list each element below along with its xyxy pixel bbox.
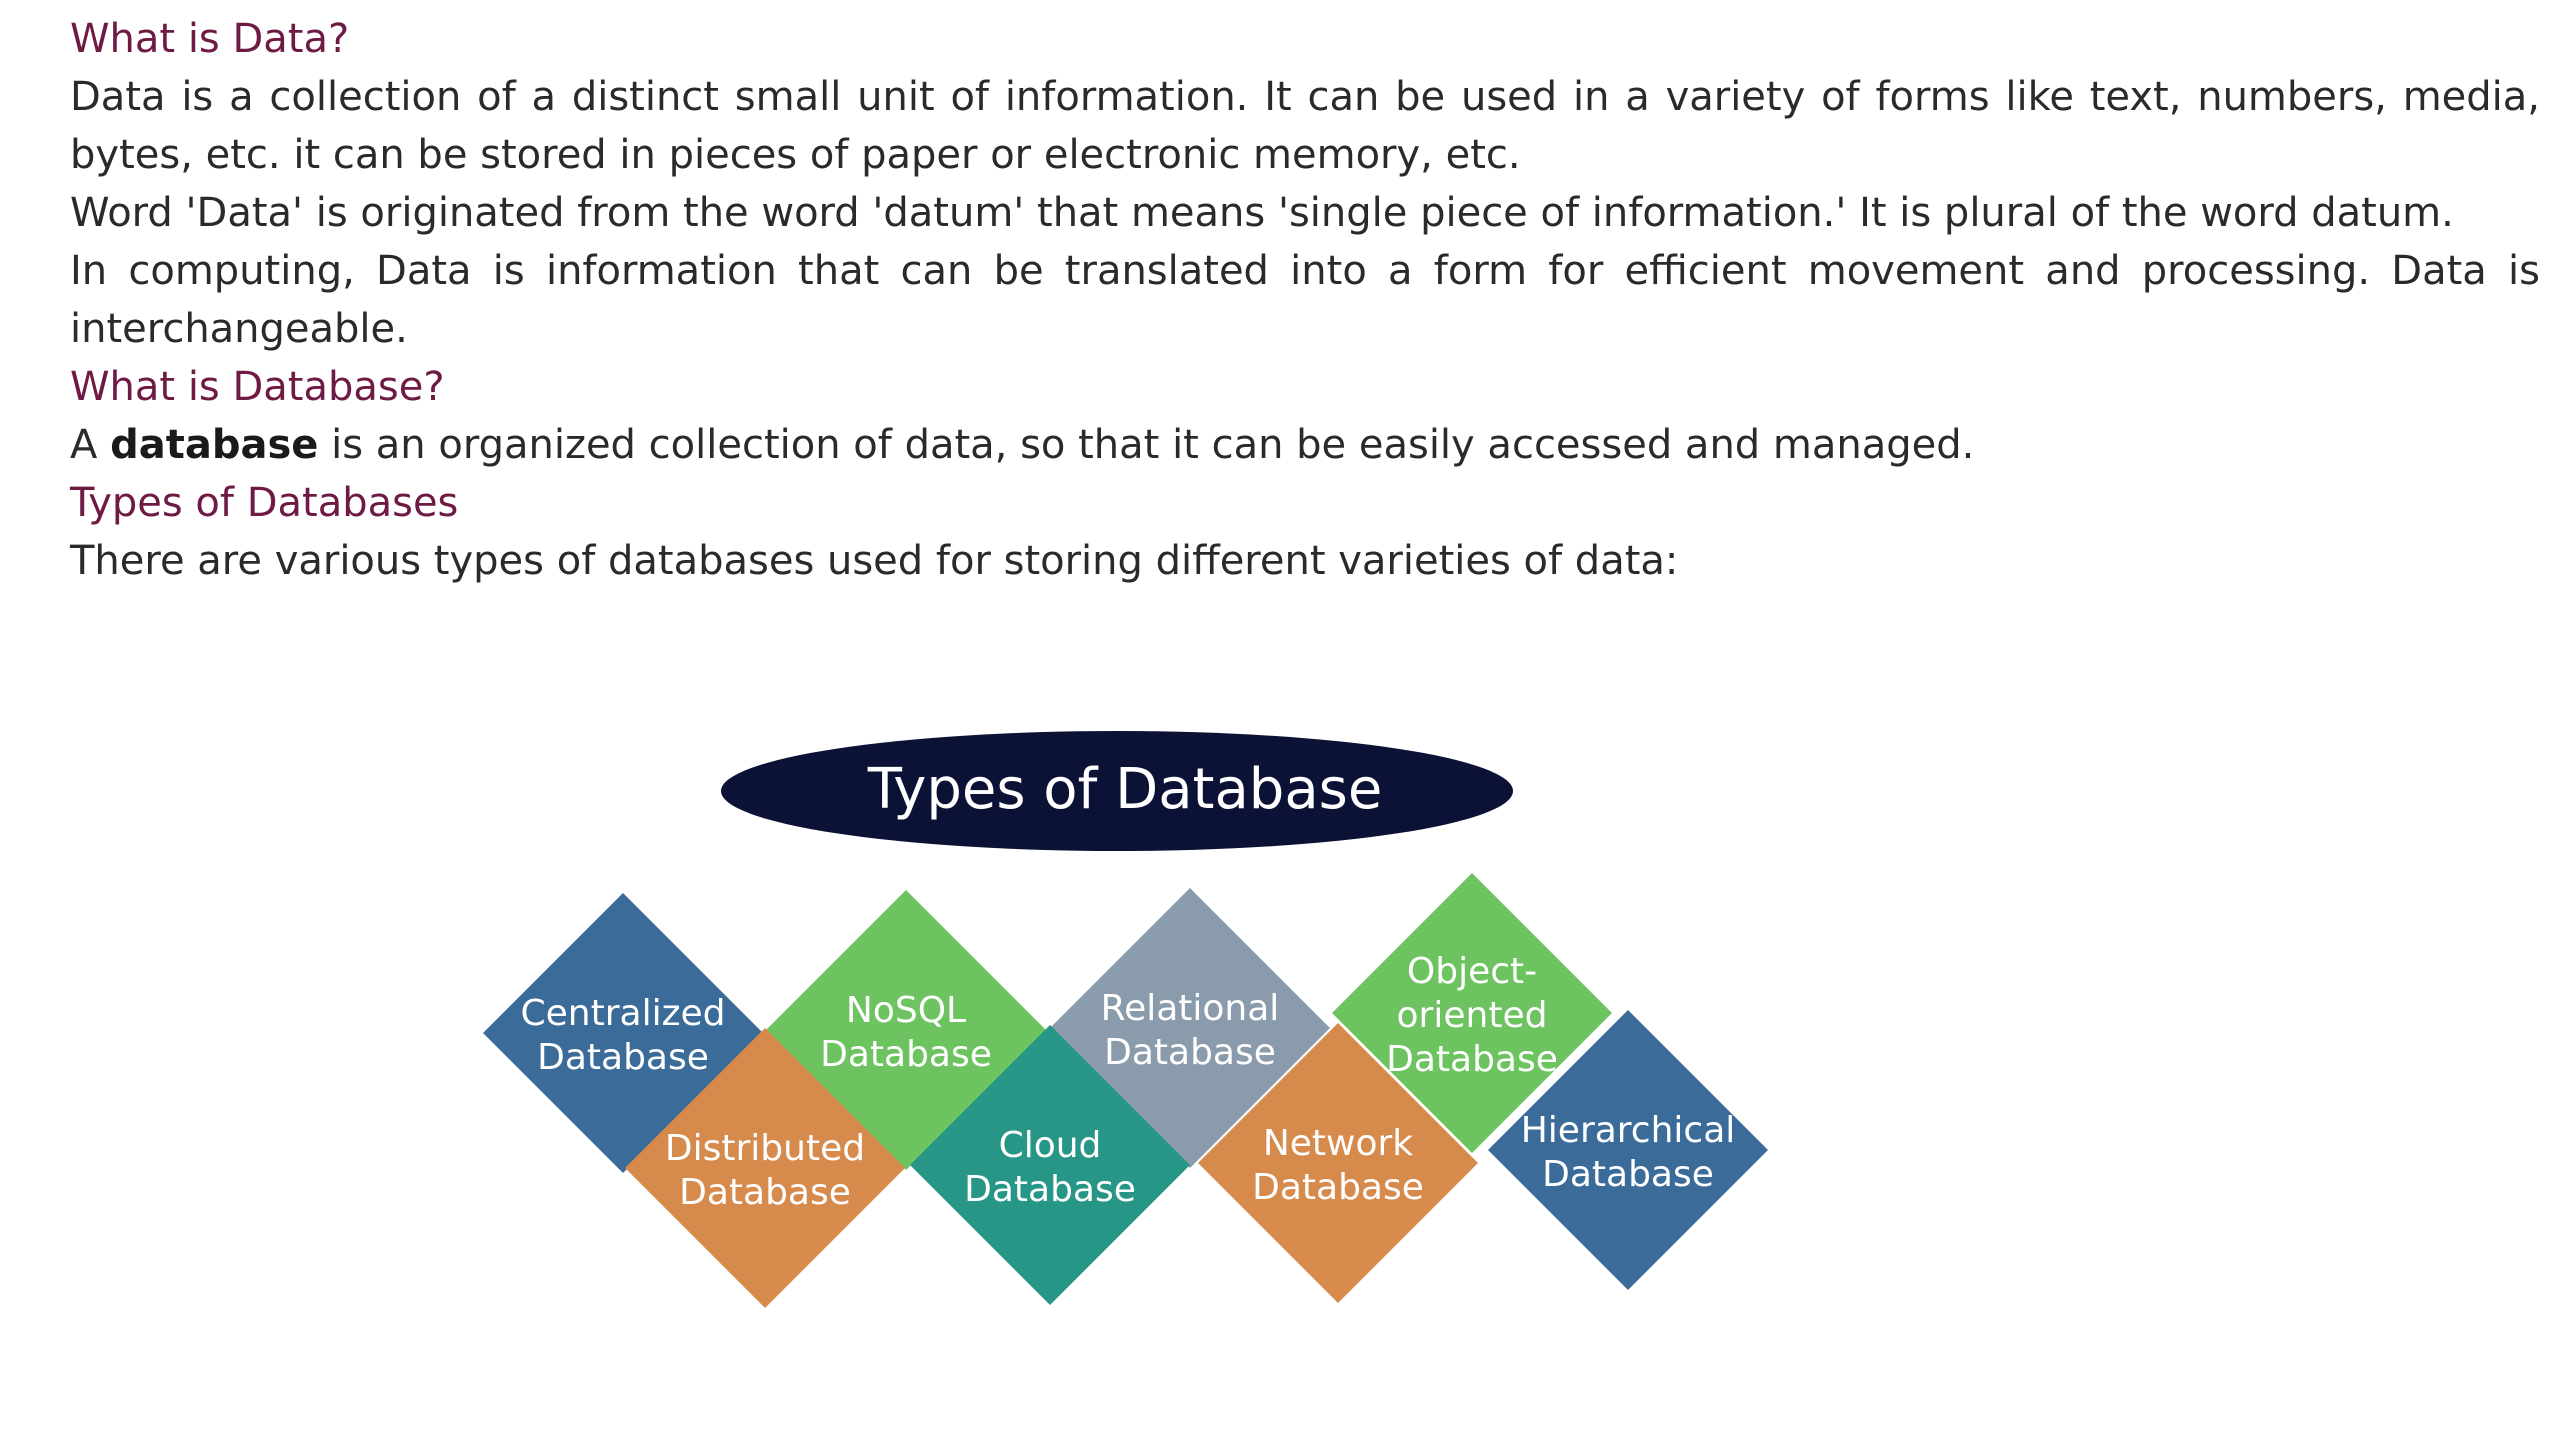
- paragraph-types-intro: There are various types of databases use…: [70, 538, 1679, 584]
- tile-5-label-2: Database: [1104, 1032, 1276, 1073]
- database-def-prefix: A: [70, 422, 98, 468]
- tile-8: [1488, 1010, 1768, 1290]
- tile-4-label-2: Database: [964, 1169, 1136, 1210]
- article-text: What is Data? Data is a collection of a …: [70, 10, 2540, 590]
- tile-4-label-1: Cloud: [999, 1125, 1102, 1166]
- tile-7: [1332, 873, 1612, 1153]
- diagram-tiles: CentralizedDatabaseNoSQLDatabaseRelation…: [483, 873, 1768, 1308]
- heading-types-of-databases: Types of Databases: [70, 480, 459, 526]
- tile-1-label-1: Centralized: [521, 993, 726, 1034]
- diagram-title: Types of Database: [867, 757, 1383, 822]
- tile-6-label-1: Network: [1263, 1123, 1413, 1164]
- tile-6: [1198, 1023, 1478, 1303]
- paragraph-data-computing: In computing, Data is information that c…: [70, 248, 2540, 352]
- tile-2-label-1: Distributed: [665, 1128, 865, 1169]
- tile-7-label-2: oriented: [1397, 995, 1548, 1036]
- tile-1-label-2: Database: [537, 1037, 709, 1078]
- heading-what-is-data: What is Data?: [70, 16, 350, 62]
- tile-3-label-2: Database: [820, 1034, 992, 1075]
- database-def-bold: database: [110, 422, 319, 468]
- diagram-title-ellipse: [721, 731, 1513, 851]
- tile-8-label-2: Database: [1542, 1154, 1714, 1195]
- tile-3-label-1: NoSQL: [846, 990, 966, 1031]
- database-def-suffix: is an organized collection of data, so t…: [331, 422, 1975, 468]
- paragraph-database-definition: A database is an organized collection of…: [70, 416, 2540, 474]
- tile-4: [910, 1025, 1190, 1305]
- tile-2-label-2: Database: [679, 1172, 851, 1213]
- paragraph-data-origin: Word 'Data' is originated from the word …: [70, 190, 2454, 236]
- tile-5-label-1: Relational: [1101, 988, 1280, 1029]
- paragraph-data-definition: Data is a collection of a distinct small…: [70, 74, 2540, 178]
- tile-2: [625, 1028, 905, 1308]
- tile-8-label-1: Hierarchical: [1521, 1110, 1736, 1151]
- tile-7-label-3: Database: [1386, 1039, 1558, 1080]
- tile-6-label-2: Database: [1252, 1167, 1424, 1208]
- heading-what-is-database: What is Database?: [70, 364, 445, 410]
- tile-7-label-1: Object-: [1407, 951, 1537, 992]
